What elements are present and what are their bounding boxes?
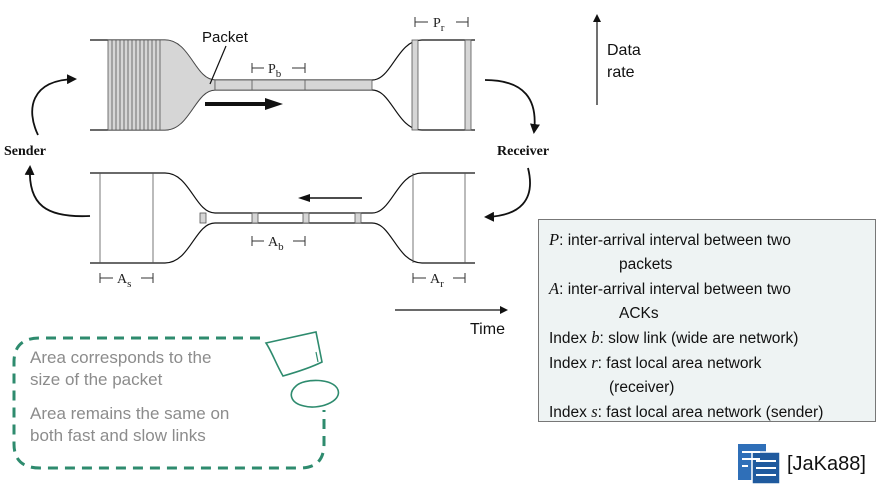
receiver-label: Receiver [497,144,549,159]
note-line-2: size of the packet [30,370,163,389]
pr-bracket: Pr [414,16,469,34]
legend-s: Index s: fast local area network (sender… [549,400,869,425]
data-pipe [90,39,475,131]
sender-label: Sender [4,144,46,159]
legend-a-cont: ACKs [619,305,659,322]
pb-bracket: Pb [251,62,306,80]
note-line-1: Area corresponds to the [30,348,212,367]
legend-p: P: inter-arrival interval between two [549,228,869,253]
legend-b-text: : slow link (wide are network) [599,330,799,347]
pr-label: Pr [433,16,445,34]
legend-b-prefix: Index [549,330,592,347]
sender-to-pipe-arrow [31,74,77,136]
legend-box: P: inter-arrival interval between two pa… [538,219,876,422]
legend-b-symbol: b [591,328,600,347]
citation: [JaKa88] [787,453,866,475]
ab-bracket: Ab [251,235,306,253]
legend-r: Index r: fast local area network [549,351,869,376]
note-line-3: Area remains the same on [30,404,230,423]
data-rate-label-line1: Data [607,42,641,59]
ack-to-sender-arrow [24,165,91,218]
pb-label: Pb [268,62,282,80]
data-rate-label-line2: rate [607,64,635,81]
as-bracket: As [99,272,154,290]
as-label: As [117,272,131,290]
legend-b: Index b: slow link (wide are network) [549,326,869,351]
legend-a-text: : inter-arrival interval between two [559,281,791,298]
pipe-to-receiver-arrow [484,79,540,134]
ack-area-sketch [290,379,340,408]
legend-r-text: : fast local area network [597,355,762,372]
legend-r-prefix: Index [549,355,592,372]
sketch-tick [315,351,319,363]
legend-s-text: : fast local area network (sender) [597,404,824,421]
legend-p-symbol: P [549,230,560,249]
receiver-to-ack-arrow [484,167,531,222]
note-dashed-box [12,336,326,470]
legend-r-symbol: r [591,353,598,372]
legend-p-cont: packets [619,256,673,273]
legend-r-cont: (receiver) [609,379,675,396]
legend-a-symbol: A [549,279,560,298]
legend-s-symbol: s [591,402,598,421]
document-icon [738,444,781,485]
packet-label: Packet [202,29,249,46]
ar-bracket: Ar [412,272,466,290]
legend-s-prefix: Index [549,404,592,421]
data-direction-arrow [205,98,283,110]
ab-label: Ab [268,235,284,253]
packet-area-sketch [264,331,323,377]
legend-a: A: inter-arrival interval between two [549,277,869,302]
legend-p-text: : inter-arrival interval between two [559,232,791,249]
ack-direction-arrow [298,194,362,202]
ar-label: Ar [430,272,444,290]
note-line-4: both fast and slow links [30,426,206,445]
packet-pointer [209,45,227,85]
time-label: Time [470,321,505,338]
data-rate-label: Data rate [607,40,641,84]
ack-pipe [90,172,475,264]
